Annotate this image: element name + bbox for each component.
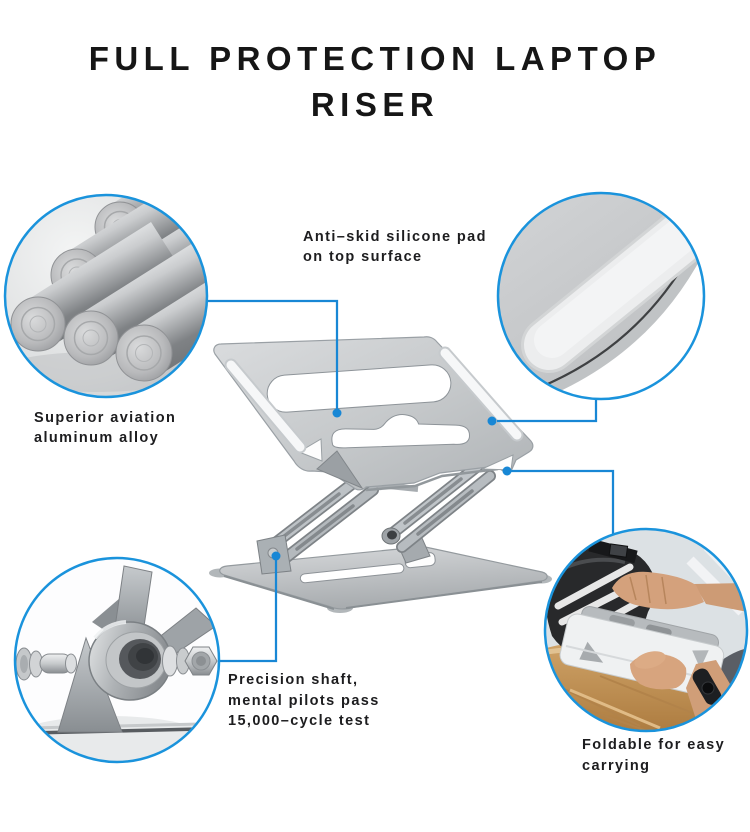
ring-silicone-pad bbox=[496, 191, 706, 401]
leader-dots bbox=[271, 408, 512, 561]
ring-precision-shaft bbox=[13, 556, 221, 764]
bubble-silicone-pad bbox=[499, 194, 703, 398]
metal-rod bbox=[63, 236, 206, 366]
front-fold-lip bbox=[316, 450, 364, 490]
leader-line-pad bbox=[497, 399, 598, 423]
callout-line: Foldable for easy bbox=[582, 737, 726, 753]
platform-oval-cutout bbox=[266, 364, 452, 413]
callout-precision-shaft: Precision shaft, mental pilots pass 15,0… bbox=[228, 670, 380, 732]
callout-line: Precision shaft, bbox=[228, 672, 359, 688]
callout-line: carrying bbox=[582, 757, 651, 774]
callout-aluminum-alloy: Superior aviation aluminum alloy bbox=[34, 409, 176, 448]
leader-lines bbox=[206, 299, 615, 663]
pressing-hand bbox=[612, 571, 746, 612]
leader-line-rods bbox=[206, 299, 339, 412]
washers-and-nut bbox=[162, 645, 218, 677]
silicone-strip-left bbox=[226, 360, 305, 452]
metal-rod bbox=[10, 222, 179, 352]
page-title: FULL PROTECTION LAPTOP RISER bbox=[0, 36, 750, 128]
callout-line: on top surface bbox=[303, 248, 423, 265]
callout-foldable: Foldable for easy carrying bbox=[582, 735, 725, 776]
platform-notch-cutout bbox=[331, 414, 470, 449]
callout-line: Anti–skid silicone pad bbox=[303, 229, 487, 245]
metal-rod bbox=[115, 250, 206, 382]
ring-foldable-photo bbox=[543, 527, 749, 733]
top-platform bbox=[213, 336, 534, 492]
leader-line-shaft bbox=[220, 556, 278, 663]
right-leg bbox=[381, 459, 496, 564]
callout-line: Superior aviation bbox=[34, 410, 177, 426]
bubble-precision-shaft bbox=[16, 559, 218, 761]
bubble-rings bbox=[3, 191, 749, 764]
pin-assembly bbox=[16, 647, 77, 681]
callout-line: mental pilots pass bbox=[228, 692, 380, 709]
callout-line: aluminum alloy bbox=[34, 429, 160, 446]
laptop-stand-illustration bbox=[209, 336, 552, 613]
ring-aluminum-rods bbox=[3, 193, 209, 399]
title-line-1: FULL PROTECTION LAPTOP bbox=[88, 40, 662, 77]
callout-line: 15,000–cycle test bbox=[228, 713, 371, 729]
title-line-2: RISER bbox=[310, 86, 440, 123]
callout-anti-skid: Anti–skid silicone pad on top surface bbox=[303, 228, 487, 267]
left-leg bbox=[256, 471, 379, 575]
leader-line-foldable bbox=[511, 469, 615, 535]
backpack-buckle bbox=[608, 543, 629, 558]
